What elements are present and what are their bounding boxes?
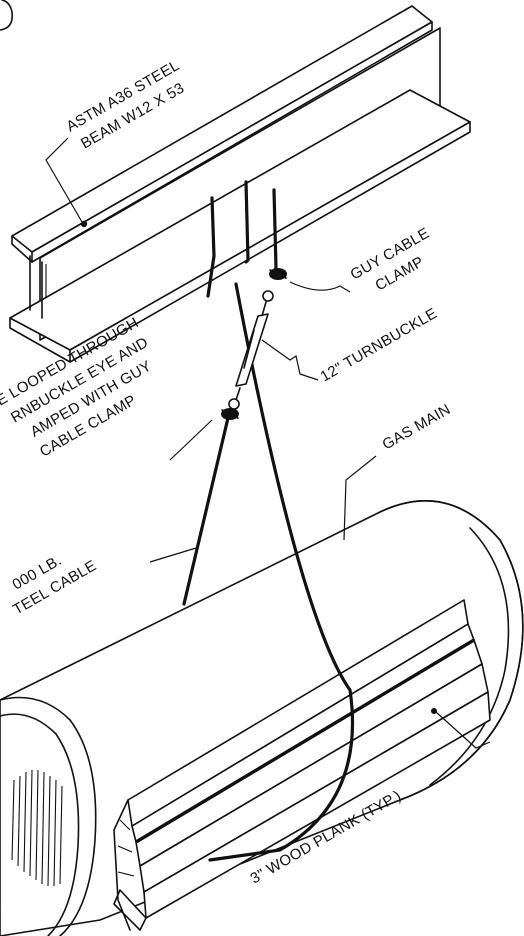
steel-cable — [182, 180, 355, 862]
beam-label: ASTM A36 STEEL BEAM W12 X 53 — [64, 55, 197, 155]
gas-main-leader — [343, 455, 377, 541]
plank-leader-dot — [431, 708, 437, 714]
guy-clamp-leader — [289, 281, 351, 293]
plank-joint-line — [135, 638, 475, 844]
turnbuckle-leader — [261, 339, 319, 381]
turnbuckle-label: 12" TURNBUCKLE — [318, 305, 441, 386]
guy-cable-clamp-upper — [269, 268, 287, 280]
turnbuckle — [228, 290, 274, 410]
beam-leader-dot — [80, 220, 88, 228]
guy-clamp-label: GUY CABLE CLAMP — [348, 222, 448, 302]
steel-cable-label: 000 LB. TEEL CABLE — [0, 538, 99, 618]
detail-marker-fragment — [0, 0, 14, 31]
gas-main-label: GAS MAIN — [380, 401, 454, 454]
wood-planks — [113, 599, 491, 931]
steel-beam — [9, 5, 471, 363]
steel-cable-leader — [149, 547, 197, 563]
gas-main-pipe — [0, 500, 524, 936]
guy-cable-clamp-lower — [221, 408, 239, 420]
cable-loop-leader — [169, 419, 213, 461]
pipe-interior-hatch — [11, 769, 63, 887]
